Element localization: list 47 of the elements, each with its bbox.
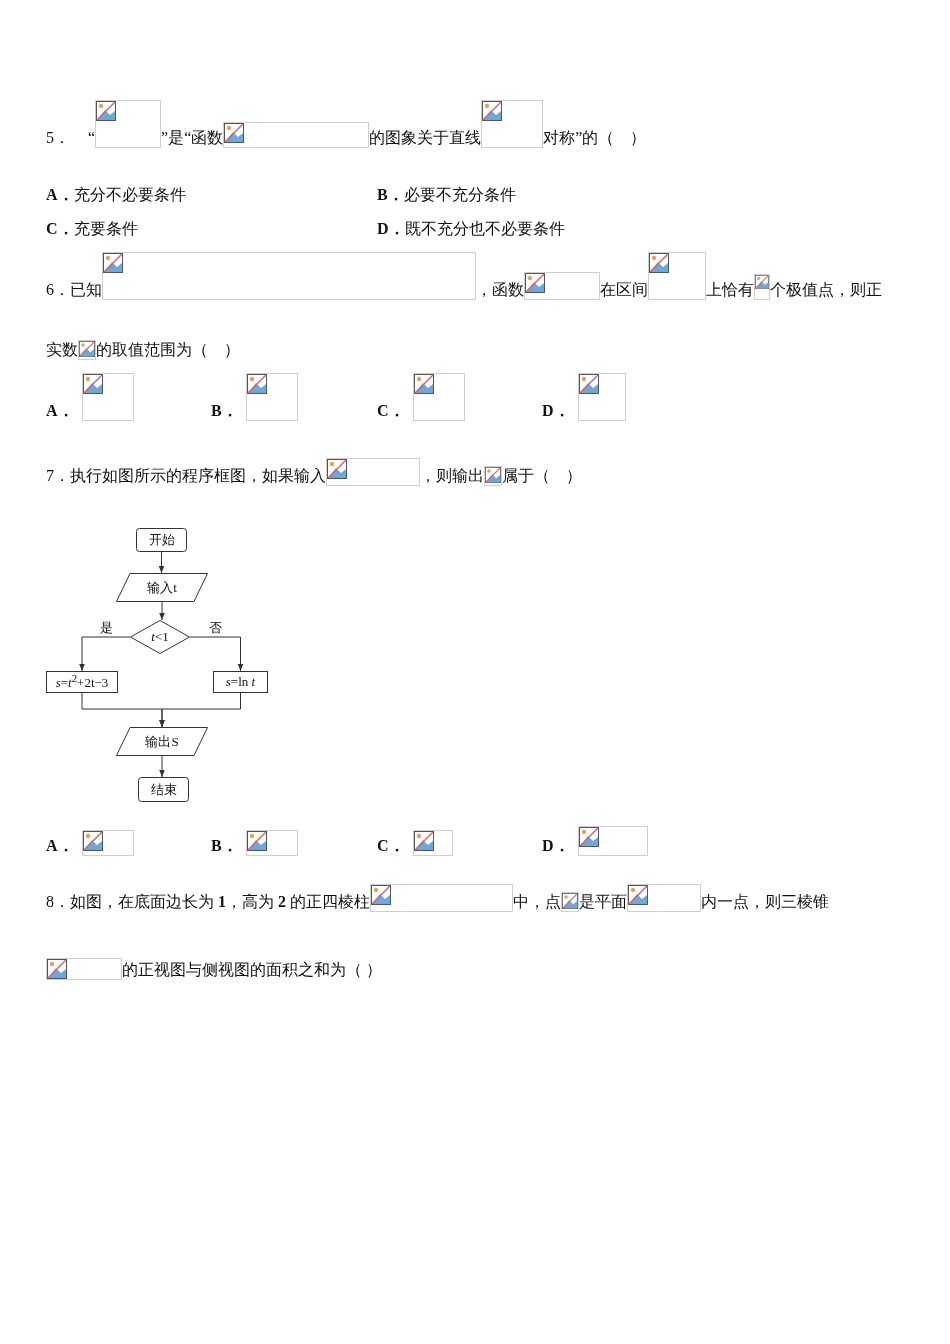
question-text: C．充要条件 (46, 219, 138, 239)
arrow (79, 636, 131, 672)
question-text: A．充分不必要条件 (46, 185, 186, 205)
question-text: 的取值范围为（ ） (96, 340, 240, 360)
arrow (159, 692, 241, 728)
io-parallelogram: 输入t (116, 573, 208, 602)
question-text: 8．如图，在底面边长为 1，高为 2 的正四棱柱 (46, 892, 370, 912)
question-text: A． (46, 401, 74, 421)
question-text: 6．已知 (46, 280, 102, 300)
edge-label: 否 (208, 621, 222, 635)
question-text: B．必要不充分条件 (377, 185, 516, 205)
arrow (189, 636, 244, 672)
question-text: B． (211, 836, 238, 856)
terminal-box: 开始 (136, 528, 187, 552)
question-text: 实数 (46, 340, 78, 360)
question-text: B． (211, 401, 238, 421)
question-text: 对称”的（ ） (543, 128, 647, 148)
arrow (158, 551, 165, 574)
question-text: 的图象关于直线 (369, 128, 482, 148)
question-text: ，函数 (476, 280, 524, 300)
question-text: 中，点 (513, 892, 561, 912)
question-text: 属于（ ） (502, 466, 582, 486)
question-text: “ (88, 128, 96, 148)
io-parallelogram: 输出S (116, 727, 208, 756)
terminal-box: 结束 (138, 777, 189, 802)
arrow (159, 755, 165, 778)
decision-diamond: t<1 (130, 620, 190, 654)
question-text: 在区间 (600, 280, 648, 300)
process-box: s=t$^{2}$+2t−3 (46, 671, 118, 693)
edge-label: 是 (99, 621, 113, 635)
question-text: 上恰有 (706, 280, 754, 300)
question-text: C． (377, 836, 405, 856)
question-text: ”是“函数 (161, 128, 224, 148)
question-text: 个极值点，则正 (770, 280, 882, 300)
question-text: 5． (46, 128, 70, 148)
question-text: D． (542, 836, 570, 856)
process-box: s=ln t (213, 671, 268, 693)
question-text: 是平面 (579, 892, 627, 912)
question-text: C． (377, 401, 405, 421)
arrow (159, 601, 165, 621)
question-text: 的正视图与侧视图的面积之和为（ ） (122, 960, 382, 980)
question-text: D． (542, 401, 570, 421)
question-text: A． (46, 836, 74, 856)
question-text: 内一点，则三棱锥 (701, 892, 829, 912)
question-text: D．既不充分也不必要条件 (377, 219, 565, 239)
question-text: ，则输出 (420, 466, 484, 486)
question-text: 7．执行如图所示的程序框图，如果输入 (46, 466, 326, 486)
